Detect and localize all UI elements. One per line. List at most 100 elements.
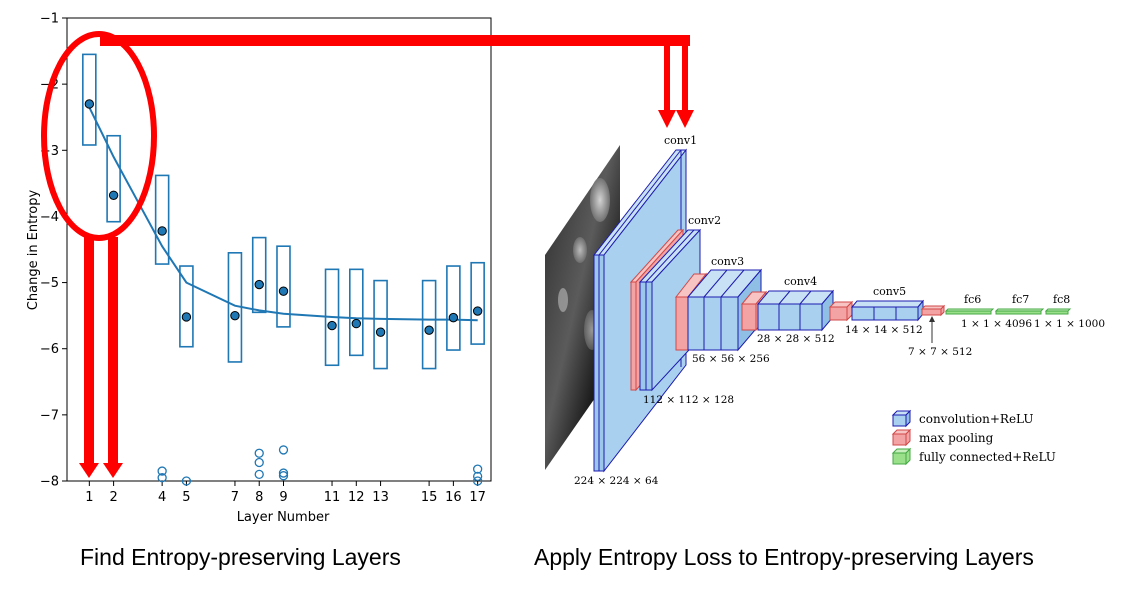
- conv4-block: [756, 289, 835, 332]
- outlier-point: [473, 471, 483, 482]
- fc7-label: fc7: [1012, 293, 1029, 306]
- fc6-block: [944, 308, 995, 315]
- x-tick-label: 8: [255, 490, 263, 505]
- x-tick-label: 1: [85, 490, 93, 505]
- entropy-box: [106, 134, 121, 223]
- outlier-point: [473, 464, 483, 474]
- connector-drop-2: [682, 42, 688, 110]
- dim-conv2: 112 × 112 × 128: [643, 394, 734, 406]
- entropy-box: [154, 174, 170, 265]
- entropy-point: [254, 279, 264, 290]
- vgg-network-diagram: conv1 conv2 conv3 conv4 conv5 fc6 fc7 fc…: [545, 134, 1105, 487]
- y-axis-label: Change in Entropy: [26, 190, 41, 311]
- conv1-label: conv1: [664, 134, 697, 147]
- dim-conv3: 56 × 56 × 256: [692, 353, 770, 365]
- outlier-point: [157, 466, 167, 476]
- x-tick-label: 13: [372, 490, 389, 505]
- outlier-points: [157, 445, 483, 486]
- y-tick-label: −7: [40, 408, 59, 423]
- entropy-point: [424, 325, 434, 335]
- entropy-box: [446, 265, 461, 351]
- entropy-box: [349, 268, 364, 357]
- x-tick-label: 9: [279, 490, 287, 505]
- legend-fc-swatch: [891, 447, 912, 466]
- x-tick-label: 11: [324, 490, 341, 505]
- outlier-point: [157, 473, 167, 483]
- x-tick-label: 16: [445, 490, 462, 505]
- outlier-point: [278, 471, 289, 481]
- dim-fc6: 1 × 1 × 4096: [961, 318, 1032, 330]
- entropy-box: [179, 265, 194, 348]
- entropy-point: [375, 327, 386, 337]
- entropy-point: [84, 99, 95, 109]
- arrowhead-layer-1: [79, 463, 99, 478]
- entropy-point: [157, 226, 167, 236]
- legend-conv-swatch: [891, 409, 912, 428]
- entropy-box: [470, 261, 485, 345]
- y-tick-label: −5: [40, 276, 59, 291]
- arrowhead-layer-2: [103, 463, 123, 478]
- entropy-box: [421, 279, 437, 370]
- outlier-point: [254, 469, 264, 480]
- pool4-block: [828, 300, 854, 322]
- red-annotation: [41, 31, 694, 478]
- entropy-boxes: [82, 53, 485, 370]
- conv4-label: conv4: [784, 275, 817, 288]
- network-legend: convolution+ReLU max pooling fully conne…: [891, 409, 1056, 466]
- entropy-point: [108, 190, 119, 200]
- conv3-block: [686, 268, 763, 352]
- connector-drop-1: [664, 42, 670, 110]
- fc7-block: [994, 308, 1045, 315]
- entropy-point: [472, 306, 483, 316]
- arrowhead-conv1-a: [658, 110, 676, 128]
- entropy-point: [327, 320, 337, 331]
- x-tick-label: 2: [109, 490, 117, 505]
- entropy-box: [373, 279, 388, 370]
- drop-layer-2: [108, 237, 118, 463]
- entropy-point: [181, 312, 192, 322]
- outlier-point: [181, 476, 192, 486]
- x-tick-label: 15: [421, 490, 438, 505]
- dim-fc8: 1 × 1 × 1000: [1034, 318, 1105, 330]
- entropy-point: [278, 286, 289, 296]
- x-tick-label: 7: [231, 490, 239, 505]
- legend-pool-label: max pooling: [919, 431, 994, 445]
- y-tick-label: −6: [40, 342, 59, 357]
- dim-pool5: 7 × 7 × 512: [908, 346, 972, 358]
- trend-line: [88, 106, 478, 322]
- pool5-pointer-head: [929, 316, 935, 322]
- entropy-box: [251, 236, 267, 314]
- outlier-point: [254, 448, 264, 458]
- x-tick-label: 5: [182, 490, 190, 505]
- entropy-point: [448, 312, 459, 323]
- entropy-box: [276, 245, 291, 328]
- plot-frame: [66, 17, 492, 482]
- arrowhead-conv1-b: [676, 110, 694, 128]
- highlight-ellipse: [41, 31, 157, 241]
- outlier-point: [278, 468, 289, 478]
- pool5-block: [920, 304, 946, 317]
- left-caption: Find Entropy-preserving Layers: [80, 544, 401, 570]
- entropy-points: [84, 99, 483, 337]
- entropy-point: [351, 318, 362, 329]
- conv2-label: conv2: [688, 214, 721, 227]
- y-tick-label: −4: [40, 210, 59, 225]
- fc6-label: fc6: [964, 293, 981, 306]
- conv3-label: conv3: [711, 255, 744, 268]
- y-tick-label: −8: [40, 475, 59, 490]
- legend-fc-label: fully connected+ReLU: [919, 450, 1056, 464]
- connector-bar: [100, 35, 690, 46]
- fc8-block: [1044, 308, 1072, 315]
- x-axis-label: Layer Number: [237, 510, 330, 525]
- y-tick-label: −1: [40, 12, 59, 27]
- right-caption: Apply Entropy Loss to Entropy-preserving…: [534, 544, 1034, 570]
- x-tick-label: 17: [469, 490, 486, 505]
- dim-conv5: 14 × 14 × 512: [845, 324, 923, 336]
- conv5-block: [850, 299, 925, 322]
- outlier-point: [278, 445, 289, 455]
- x-tick-label: 12: [348, 490, 365, 505]
- dim-conv4: 28 × 28 × 512: [757, 333, 835, 345]
